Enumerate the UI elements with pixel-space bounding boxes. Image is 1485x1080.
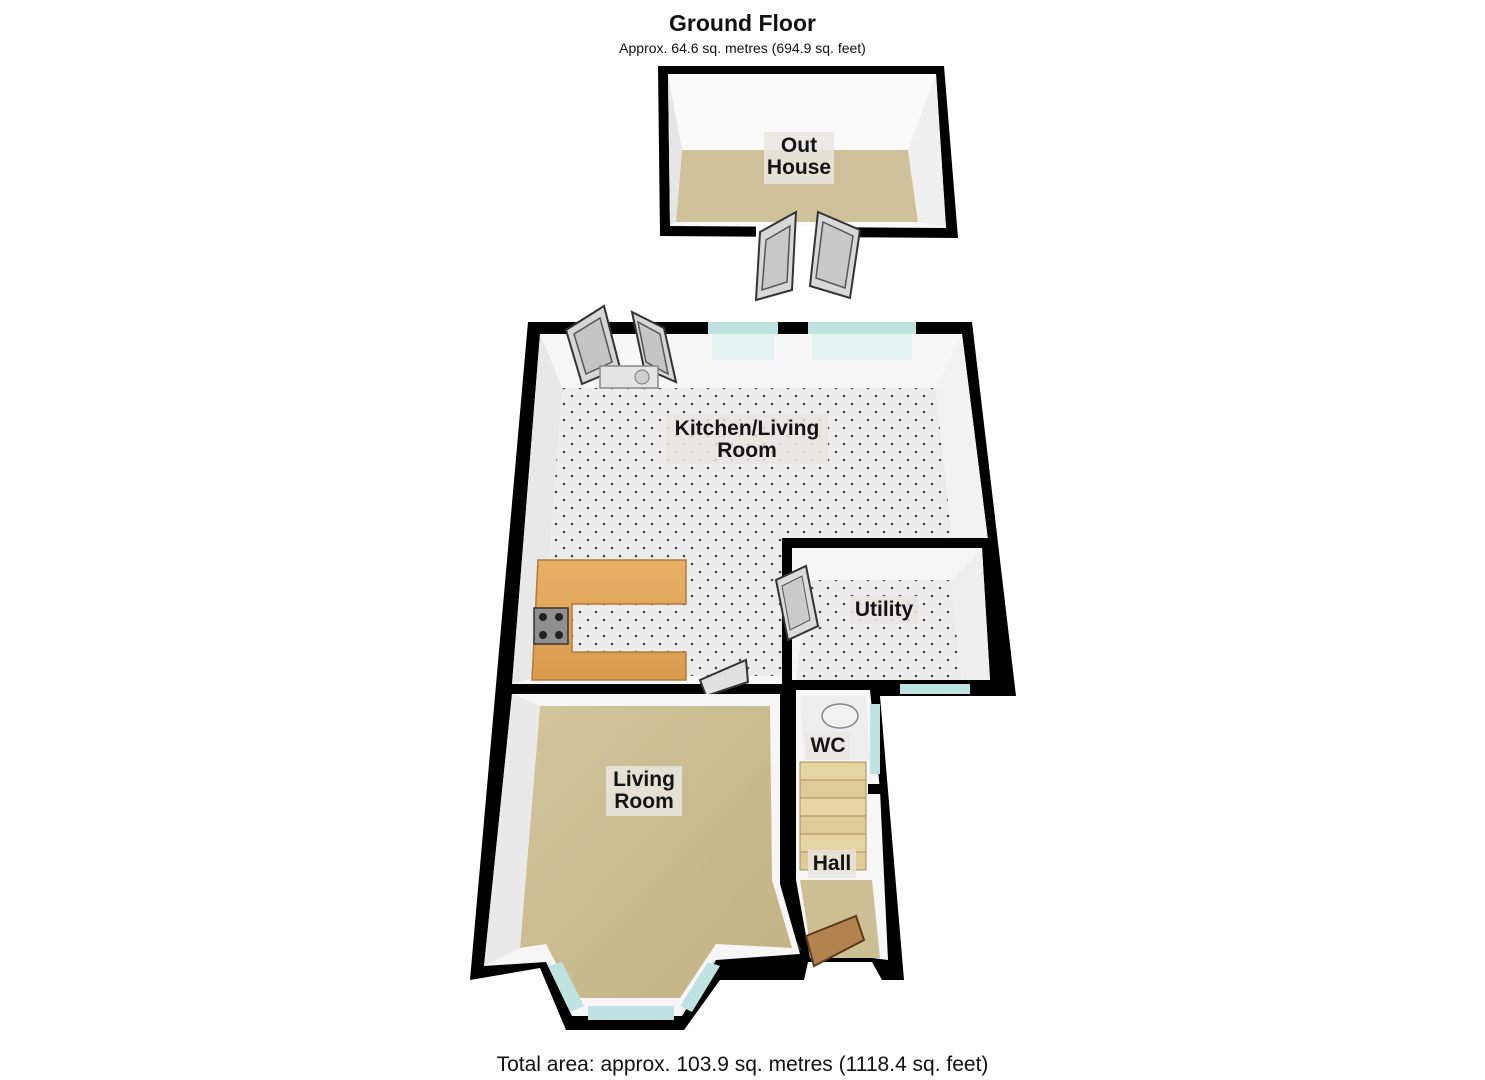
total-area: Total area: approx. 103.9 sq. metres (11…	[496, 1053, 989, 1076]
label-kitchen-line2: Room	[717, 439, 777, 462]
living-room	[484, 694, 800, 1020]
kitchen-hob	[533, 607, 569, 645]
utility-floor-tiles	[796, 580, 962, 680]
floor-title: Ground Floor	[669, 10, 816, 36]
label-living-line2: Room	[614, 790, 674, 813]
label-living-line1: Living	[613, 768, 675, 791]
label-outhouse-line2: House	[767, 156, 831, 179]
kitchen-window-1	[708, 322, 778, 334]
bay-window-left	[548, 962, 584, 1012]
living-room-carpet	[520, 706, 792, 998]
utility-window	[900, 684, 970, 694]
bay-window-right	[680, 962, 720, 1012]
kitchen-living-room	[512, 304, 988, 698]
kitchen-living-door	[698, 658, 750, 698]
living-hall-wall	[780, 684, 794, 884]
kitchen-worktop	[531, 559, 687, 681]
label-outhouse-line1: Out	[781, 134, 817, 157]
outhouse-left-wall-shade	[668, 74, 682, 226]
kitchen-left-wall-shade	[512, 334, 562, 684]
living-left-wall-shade	[484, 694, 540, 966]
label-wc: WC	[811, 734, 846, 757]
bay-window-center	[588, 1006, 674, 1020]
wc-toilet	[821, 703, 859, 729]
kitchen-right-wall-shade	[936, 334, 988, 540]
label-hall: Hall	[813, 852, 852, 875]
outhouse-right-wall-shade	[908, 74, 946, 228]
wc-window	[870, 704, 880, 774]
front-door	[804, 914, 866, 968]
outhouse-floor	[676, 150, 918, 222]
kitchen-window-2	[808, 322, 916, 334]
floor-area: Approx. 64.6 sq. metres (694.9 sq. feet)	[619, 40, 866, 56]
label-kitchen-line1: Kitchen/Living	[675, 417, 820, 440]
room-labels: Out House Kitchen/Living Room Utility WC…	[606, 132, 918, 878]
label-utility: Utility	[855, 598, 914, 621]
